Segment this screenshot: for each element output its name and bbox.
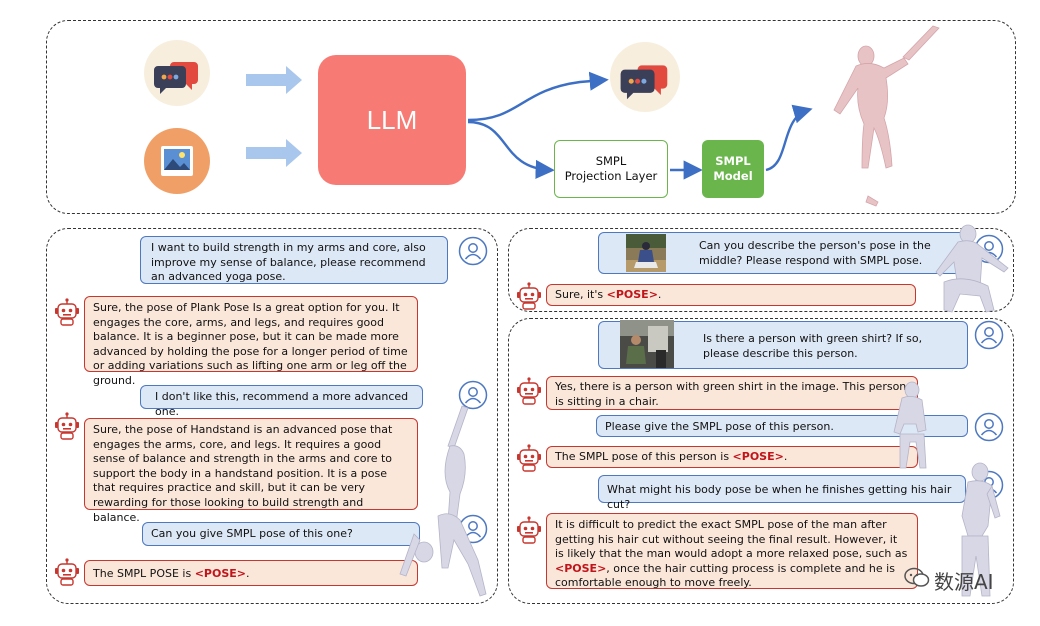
- human-mesh-handstand: [399, 405, 487, 597]
- left-chat-panel: [46, 228, 498, 604]
- right-bottom-bot-message-2: The SMPL pose of this person is <POSE>.: [546, 446, 918, 468]
- watermark: 数源AI: [904, 566, 994, 595]
- right-bottom-user-message-2: Please give the SMPL pose of this person…: [596, 415, 968, 437]
- chat-input-icon: [144, 40, 210, 106]
- user-avatar-icon: [458, 380, 488, 410]
- robot-avatar-icon: [516, 444, 542, 472]
- right-bottom-user-message-3: What might his body pose be when he fini…: [598, 475, 966, 511]
- left-user-message-3: Can you give SMPL pose of this one?: [142, 522, 420, 546]
- user-avatar-icon: [974, 412, 1004, 442]
- left-bot-message-2: Sure, the pose of Handstand is an advanc…: [84, 418, 418, 524]
- user-avatar-icon: [458, 236, 488, 266]
- robot-avatar-icon: [516, 377, 542, 405]
- pose-token: <POSE>: [555, 561, 607, 575]
- left-bot-message-3: The SMPL POSE is <POSE>.: [84, 560, 418, 586]
- user-avatar-icon: [974, 320, 1004, 350]
- barbershop-photo: [620, 320, 674, 368]
- robot-avatar-icon: [54, 412, 80, 440]
- robot-avatar-icon: [54, 558, 80, 586]
- pose-token: <POSE>: [732, 450, 784, 463]
- right-bottom-chat-panel: [508, 318, 1014, 604]
- pose-token: <POSE>: [606, 288, 658, 301]
- right-bottom-bot-message-3: It is difficult to predict the exact SMP…: [546, 513, 918, 589]
- pipeline-panel: [46, 20, 1016, 214]
- smpl-model: SMPL Model: [702, 140, 764, 198]
- robot-avatar-icon: [516, 282, 542, 310]
- right-bottom-bot-message-1: Yes, there is a person with green shirt …: [546, 376, 918, 410]
- baseball-photo: [626, 234, 666, 272]
- pose-token: <POSE>: [194, 567, 246, 580]
- right-top-chat-panel: [508, 228, 1014, 312]
- left-user-message-2: I don't like this, recommend a more adva…: [140, 385, 423, 418]
- llm-block: LLM: [318, 55, 466, 185]
- human-mesh-relaxed: [961, 462, 1001, 597]
- smpl-projection-layer: SMPL Projection Layer: [554, 140, 668, 198]
- input-arrows: [246, 66, 302, 167]
- human-mesh-sitting: [893, 381, 927, 469]
- image-input-icon: [144, 128, 210, 194]
- human-mesh-crouching: [935, 224, 1009, 313]
- left-bot-message-1: Sure, the pose of Plank Pose Is a great …: [84, 296, 418, 387]
- robot-avatar-icon: [516, 516, 542, 544]
- llm-output-arrows: [467, 71, 813, 180]
- robot-avatar-icon: [54, 298, 80, 326]
- left-user-message-1: I want to build strength in my arms and …: [140, 236, 448, 284]
- chat-output-icon: [610, 42, 680, 112]
- wechat-icon: [904, 567, 930, 594]
- human-mesh-standing: [833, 25, 940, 207]
- right-top-bot-message: Sure, it's <POSE>.: [546, 284, 916, 306]
